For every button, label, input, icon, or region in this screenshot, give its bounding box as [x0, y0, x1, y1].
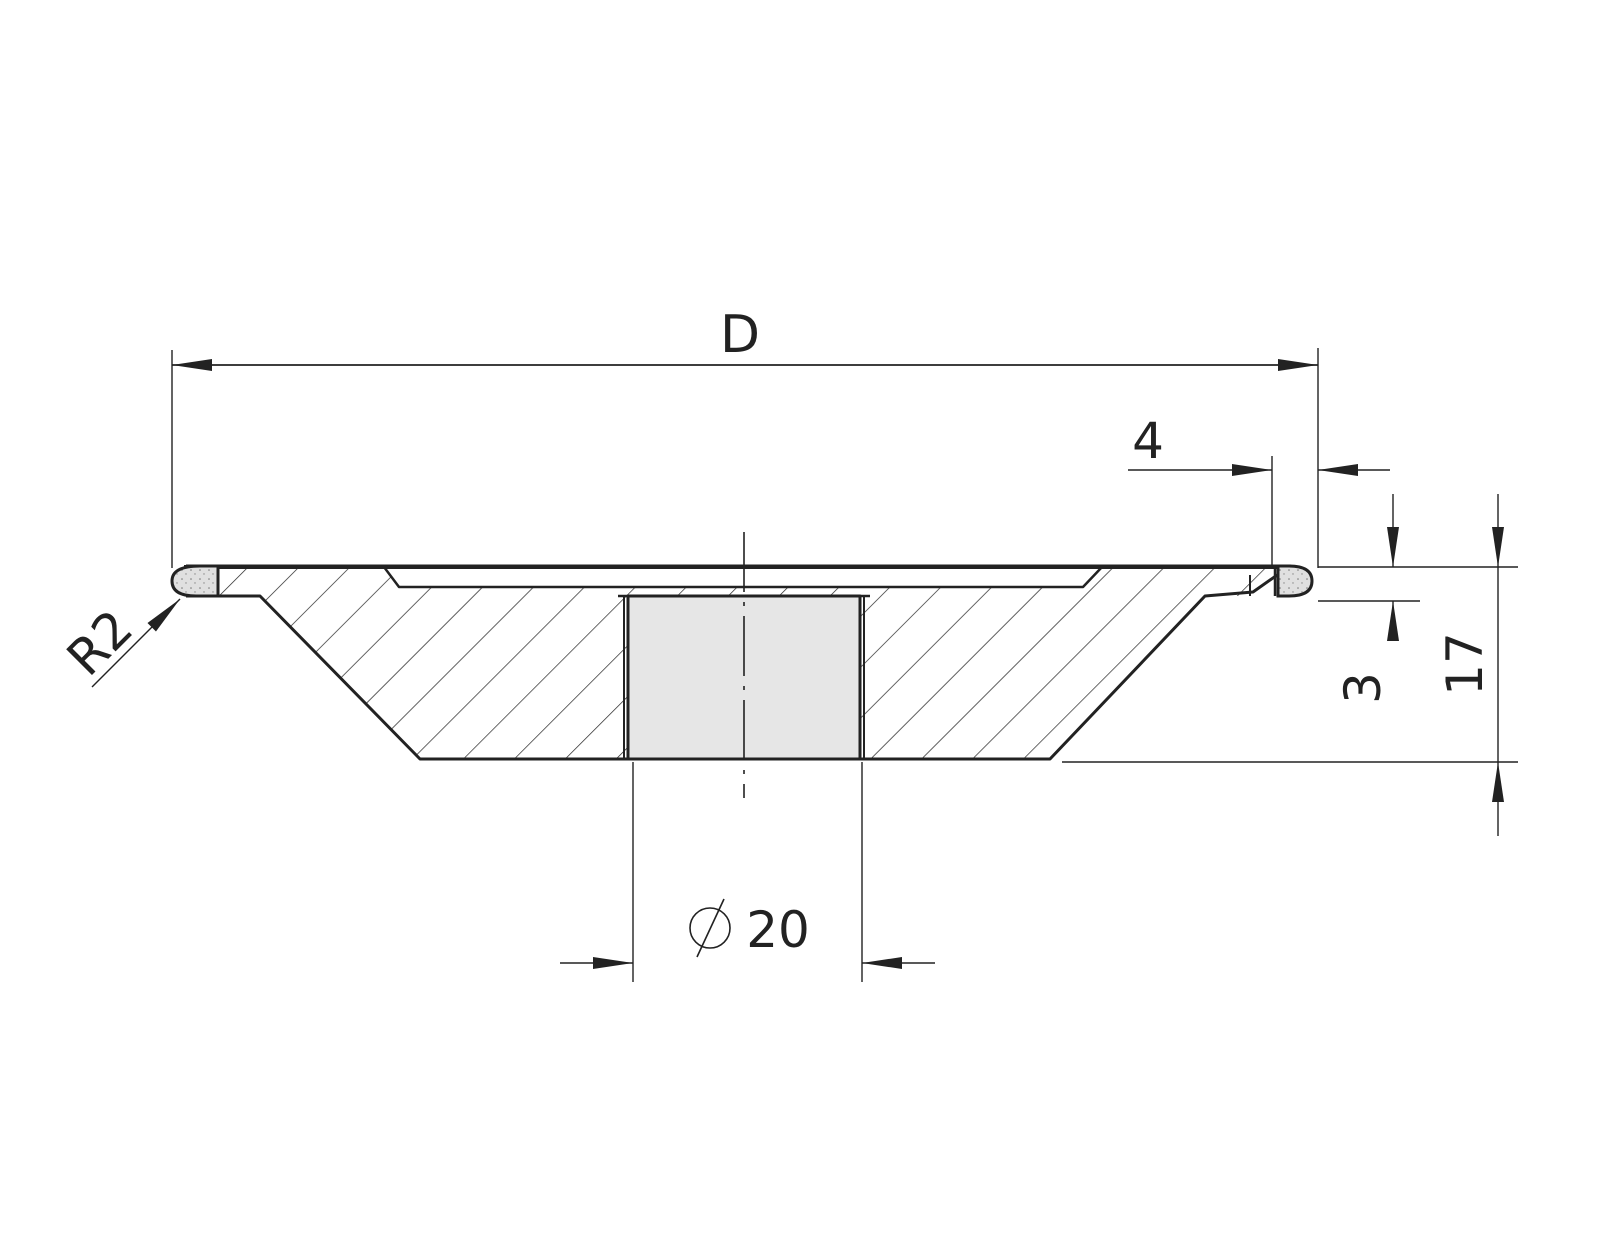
segment-left — [170, 564, 220, 598]
dimension-bore-diameter — [560, 762, 935, 982]
bore-diameter-label: 20 — [746, 901, 810, 959]
outer-diameter-label: D — [720, 305, 760, 365]
dimension-corner-radius — [91, 598, 181, 688]
dimension-outer-diameter — [171, 348, 1319, 568]
dimension-total-height — [1062, 494, 1518, 836]
dimension-rim-height — [1318, 494, 1420, 641]
wheel-body — [184, 564, 1292, 761]
abrasive-segments — [170, 564, 1314, 598]
top-recess — [382, 565, 1104, 589]
corner-radius-label: R2 — [56, 599, 144, 687]
dimension-rim-width — [1128, 456, 1390, 568]
rim-width-label: 4 — [1132, 412, 1164, 470]
segment-right — [1276, 564, 1314, 598]
rim-height-label: 3 — [1334, 672, 1392, 704]
diameter-symbol-icon — [689, 898, 731, 958]
total-height-label: 17 — [1436, 632, 1494, 696]
